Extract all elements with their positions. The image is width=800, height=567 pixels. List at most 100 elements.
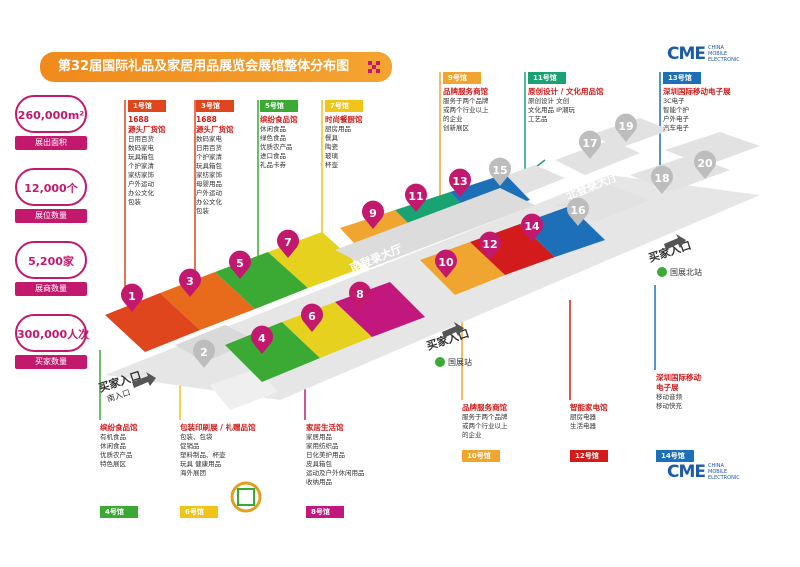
exhibit-category: 移动快充 xyxy=(656,402,682,410)
hall-pin-11: 11 xyxy=(405,183,428,212)
exhibit-category: 包装 xyxy=(196,207,209,215)
entrance-south: 买家入口 南入口 xyxy=(97,368,156,404)
stat-label: 买家数量 xyxy=(15,355,87,369)
cme-logo-text: CHINA MOBILE ELECTRONIC xyxy=(708,45,740,63)
exhibit-category: 文化用品 IP潮玩 xyxy=(528,106,575,114)
exhibit-category: 的企业 xyxy=(462,431,482,439)
hall-pin-14: 14 xyxy=(521,213,544,242)
hall-pin-3: 3 xyxy=(179,268,201,297)
exhibit-category: 促销品 xyxy=(180,442,200,450)
decorative-pattern-icon xyxy=(368,61,382,73)
exhibit-category: 玩具 健康用品 xyxy=(180,460,222,468)
exhibit-category: 家居用品 xyxy=(306,433,332,441)
map-pin-icon xyxy=(361,200,385,229)
entrance-north: 买家入口 国展北站 xyxy=(647,234,702,277)
stat-label: 展商数量 xyxy=(15,282,87,296)
grey-pin-18: 18 xyxy=(651,165,674,194)
map-pin-icon xyxy=(179,268,201,297)
hall-pin-number: 7 xyxy=(284,236,292,249)
hall-number-badge: 12号馆 xyxy=(570,450,608,462)
exhibit-category: 个护家清 xyxy=(128,162,154,170)
map-pin-icon xyxy=(615,113,638,142)
metro-icon xyxy=(435,357,445,367)
exhibit-category: 日化美护用品 xyxy=(306,451,345,459)
hall-title: 品牌服务商馆 xyxy=(443,87,488,96)
exhibit-category: 餐具 xyxy=(325,134,338,142)
hall-number-badge: 6号馆 xyxy=(180,506,218,518)
exhibit-category: 办公文化 xyxy=(196,198,222,206)
exhibit-list: 厨房电器生活电器 xyxy=(570,413,660,431)
map-pin-icon xyxy=(651,165,674,194)
cme-logo-top: CME CHINA MOBILE ELECTRONIC xyxy=(667,44,748,64)
exhibit-category: 日用百货 xyxy=(196,144,222,152)
exhibit-category: 优质农产品 xyxy=(100,451,133,459)
hall-info-card: 9号馆品牌服务商馆服务于两个品牌或两个行业以上的企业创新展区 xyxy=(443,72,489,133)
exhibit-category: 塑料制品、杯壶 xyxy=(180,451,226,459)
exhibit-list: 数码家电日用百货个护家清玩具箱包家纺家饰母婴用品户外运动办公文化包装 xyxy=(196,135,234,216)
grey-pin-17: 17 xyxy=(579,130,602,159)
exhibit-list: 服务于两个品牌或两个行业以上的企业创新展区 xyxy=(443,97,489,133)
exhibit-category: 户外运动 xyxy=(196,189,222,197)
exhibit-category: 家纺家饰 xyxy=(196,171,222,179)
exhibit-category: 休闲食品 xyxy=(100,442,126,450)
exhibit-category: 数码家电 xyxy=(196,135,222,143)
map-pin-icon xyxy=(521,213,544,242)
hall-number-badge: 4号馆 xyxy=(100,506,138,518)
exhibit-category: 服务于两个品牌 xyxy=(462,413,508,421)
exhibit-category: 休闲食品 xyxy=(260,125,286,133)
map-pin-icon xyxy=(694,150,716,179)
exhibit-list: 服务于两个品牌或两个行业以上的企业 xyxy=(462,413,552,440)
cme-logo-bottom: CME CHINA MOBILE ELECTRONIC xyxy=(667,462,748,482)
cme-logo-text: CHINA MOBILE ELECTRONIC xyxy=(708,463,740,481)
exhibit-category: 陶瓷 xyxy=(325,143,338,151)
hall-pin-number: 1 xyxy=(128,290,136,303)
exhibit-list: 有机食品休闲食品优质农产品特色展区 xyxy=(100,433,190,469)
hall-pin-number: 11 xyxy=(408,190,423,203)
hall-title: 原创设计 / 文化用品馆 xyxy=(528,87,604,96)
exhibit-category: 工艺品 xyxy=(528,115,548,123)
entrance-sublabel: 国展站 xyxy=(448,357,472,367)
grey-pin-number: 2 xyxy=(200,346,208,359)
exhibit-category: 杯壶 xyxy=(325,161,338,169)
hall-pin-number: 12 xyxy=(482,238,497,251)
exhibit-category: 特色展区 xyxy=(100,460,126,468)
grey-pin-number: 15 xyxy=(492,164,507,177)
hall-title: 深圳国际移动电子展 xyxy=(656,373,701,392)
map-pin-icon xyxy=(567,197,589,226)
exhibit-category: 数码家电 xyxy=(128,144,154,152)
exhibit-category: 原创设计 文创 xyxy=(528,97,570,105)
exhibit-category: 绿色食品 xyxy=(260,134,286,142)
hall-pin-10: 10 xyxy=(435,249,457,278)
hall-number-badge: 10号馆 xyxy=(462,450,500,462)
exhibit-category: 厨房电器 xyxy=(570,413,596,421)
hall-number-badge: 1号馆 xyxy=(128,100,166,112)
exhibit-category: 皮具箱包 xyxy=(306,460,332,468)
stat-exhibitors: 5,200家 展商数量 xyxy=(10,241,92,296)
arrow-icon xyxy=(664,234,686,250)
map-pin-icon xyxy=(229,250,251,279)
stat-booths: 12,000个 展位数量 xyxy=(10,168,92,223)
hall-pin-number: 8 xyxy=(356,288,364,301)
exhibit-category: 家用纺织品 xyxy=(306,442,339,450)
map-pin-icon xyxy=(348,281,372,310)
exhibit-category: 玩具箱包 xyxy=(128,153,154,161)
exhibit-category: 收纳用品 xyxy=(306,478,332,486)
metro-icon xyxy=(657,267,667,277)
grey-pin-number: 17 xyxy=(582,137,597,150)
exhibit-category: 优质农产品 xyxy=(260,143,293,151)
exhibit-category: 进口食品 xyxy=(260,152,286,160)
map-pin-icon xyxy=(478,231,501,260)
exhibit-category: 包装 xyxy=(128,198,141,206)
hall-number-badge: 14号馆 xyxy=(656,450,694,462)
stat-value: 12,000个 xyxy=(15,168,87,206)
hall-title: 家居生活馆 xyxy=(306,423,344,432)
hall-pin-13: 13 xyxy=(449,168,472,197)
